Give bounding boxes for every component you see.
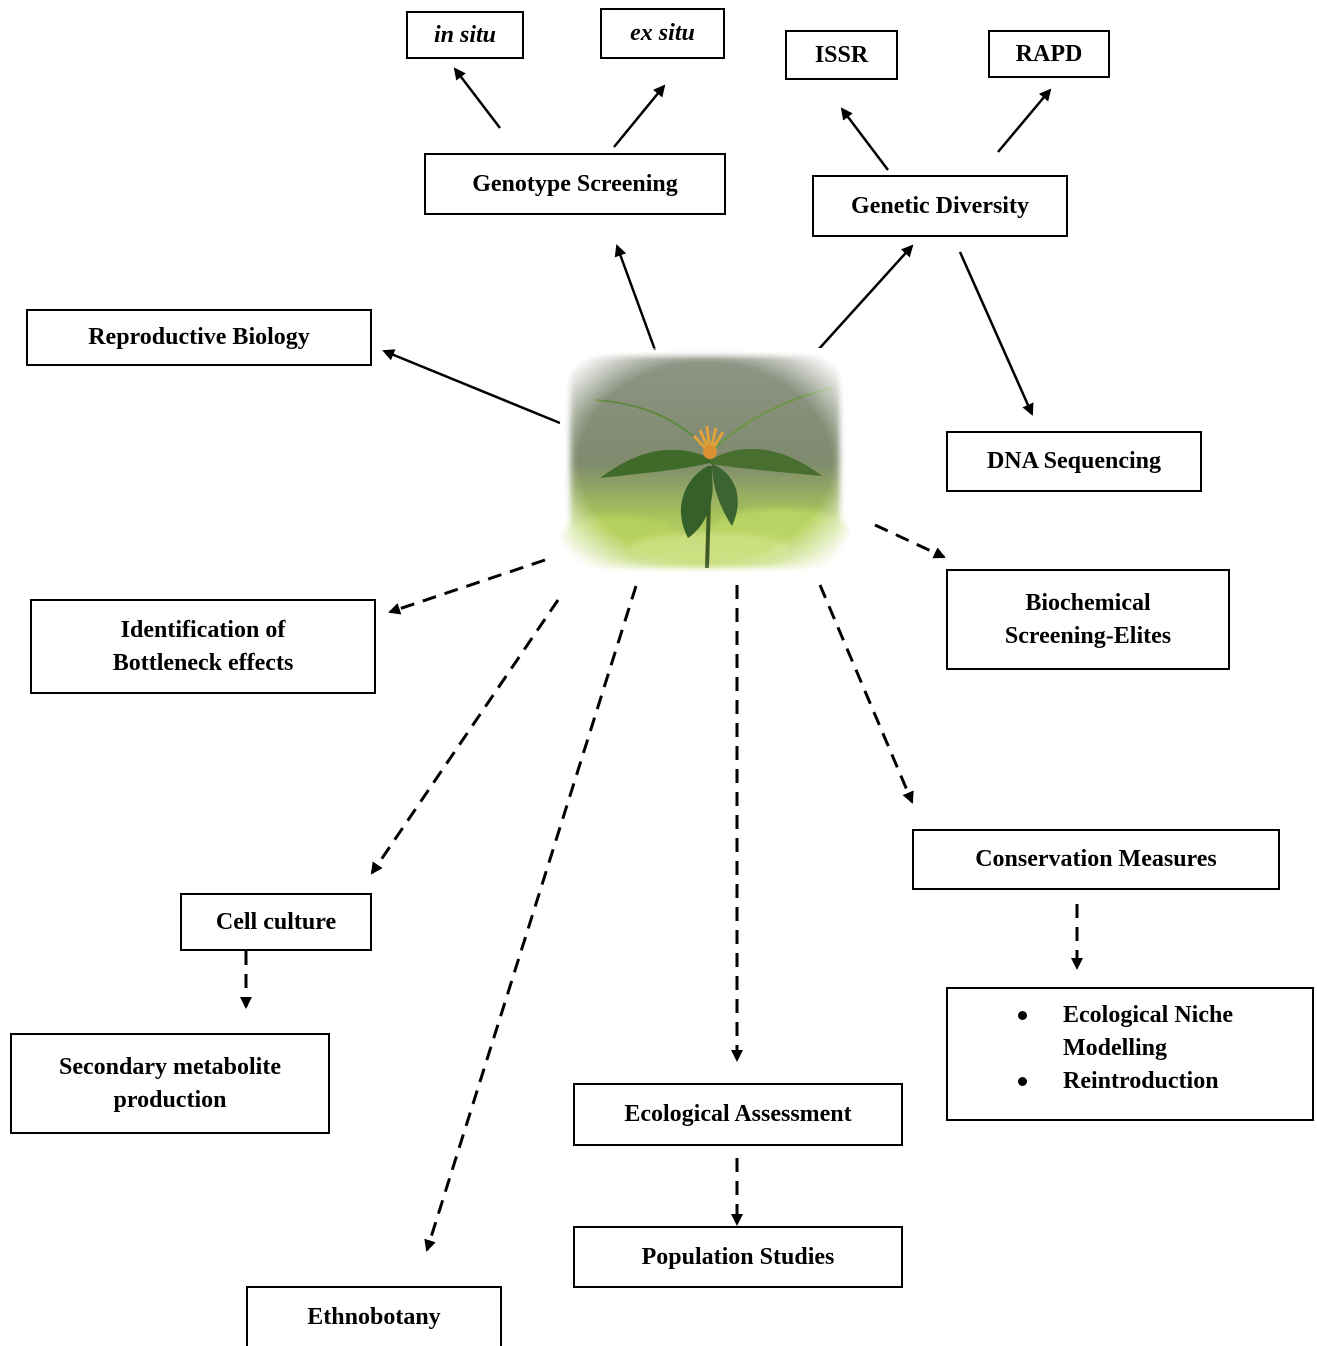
issr-box: ISSR	[785, 30, 898, 80]
cell-culture-box: Cell culture	[180, 893, 372, 951]
biochemical-box: Biochemical Screening-Elites	[946, 569, 1230, 670]
niche-bullet-list: Ecological Niche Modelling Reintroductio…	[948, 999, 1293, 1098]
niche-list-box: Ecological Niche Modelling Reintroductio…	[946, 987, 1314, 1121]
niche-list-item-label: Ecological Niche Modelling	[1063, 1002, 1233, 1061]
ethnobotany-box: Ethnobotany	[246, 1286, 502, 1346]
in-situ-box: in situ	[406, 11, 524, 59]
ex-situ-label: ex situ	[630, 20, 695, 46]
dna-sequencing-label: DNA Sequencing	[986, 448, 1162, 474]
genetic-diversity-box: Genetic Diversity	[812, 175, 1068, 237]
bullet-icon	[1018, 1077, 1027, 1086]
population-studies-label: Population Studies	[641, 1243, 835, 1270]
in-situ-label: in situ	[433, 21, 497, 48]
issr-label: ISSR	[814, 41, 869, 68]
conservation-measures-box: Conservation Measures	[912, 829, 1280, 890]
arrow-center-to-ethnobotany	[424, 585, 638, 1252]
biochemical-label-line-2: Screening-Elites	[1004, 622, 1172, 649]
secondary-metabolite-label-line-1: Secondary metabolite	[59, 1053, 281, 1080]
bottleneck-box: Identification of Bottleneck effects	[30, 599, 376, 694]
bottleneck-label-line-2: Bottleneck effects	[112, 649, 294, 676]
arrow-center-to-bottleneck	[388, 558, 546, 615]
reproductive-biology-label: Reproductive Biology	[88, 324, 310, 350]
rapd-label: RAPD	[1015, 40, 1083, 67]
ecological-assessment-box: Ecological Assessment	[573, 1083, 903, 1146]
arrow-genetic-diversity-to-dna-sequencing	[958, 251, 1034, 416]
ex-situ-box: ex situ	[600, 8, 725, 59]
arrow-center-to-genetic-diversity	[817, 244, 914, 351]
arrow-center-to-conservation-measures	[818, 584, 914, 804]
dna-sequencing-box: DNA Sequencing	[946, 431, 1202, 492]
bottleneck-label-line-1: Identification of	[120, 616, 286, 643]
genetic-diversity-label: Genetic Diversity	[851, 192, 1029, 219]
ecological-assessment-label: Ecological Assessment	[624, 1101, 852, 1127]
arrow-center-to-genotype-screening	[614, 244, 657, 351]
arrow-genetic-diversity-to-issr	[840, 107, 889, 171]
genotype-screening-box: Genotype Screening	[424, 153, 726, 215]
secondary-metabolite-label-line-2: production	[113, 1086, 227, 1113]
niche-list-item: Ecological Niche Modelling	[948, 999, 1293, 1065]
arrow-genetic-diversity-to-rapd	[997, 88, 1052, 153]
cell-culture-label: Cell culture	[215, 908, 337, 935]
reproductive-biology-box: Reproductive Biology	[26, 309, 372, 366]
ethnobotany-label: Ethnobotany	[307, 1304, 441, 1330]
arrow-genotype-to-in-situ	[453, 67, 501, 129]
niche-list-item: Reintroduction	[948, 1065, 1293, 1098]
arrow-center-to-reproductive-biology	[382, 349, 561, 425]
niche-list-item-label: Reintroduction	[1063, 1068, 1219, 1094]
arrow-center-to-biochemical	[874, 523, 946, 559]
population-studies-box: Population Studies	[573, 1226, 903, 1288]
arrow-genotype-to-ex-situ	[613, 84, 666, 148]
genotype-screening-label: Genotype Screening	[472, 170, 678, 197]
conservation-measures-label: Conservation Measures	[975, 846, 1217, 872]
bullet-icon	[1018, 1011, 1027, 1020]
arrow-center-to-cell-culture	[370, 599, 560, 875]
secondary-metabolite-box: Secondary metabolite production	[10, 1033, 330, 1134]
biochemical-label-line-1: Biochemical	[1025, 589, 1151, 616]
rapd-box: RAPD	[988, 30, 1110, 78]
plant-photo	[560, 348, 850, 576]
